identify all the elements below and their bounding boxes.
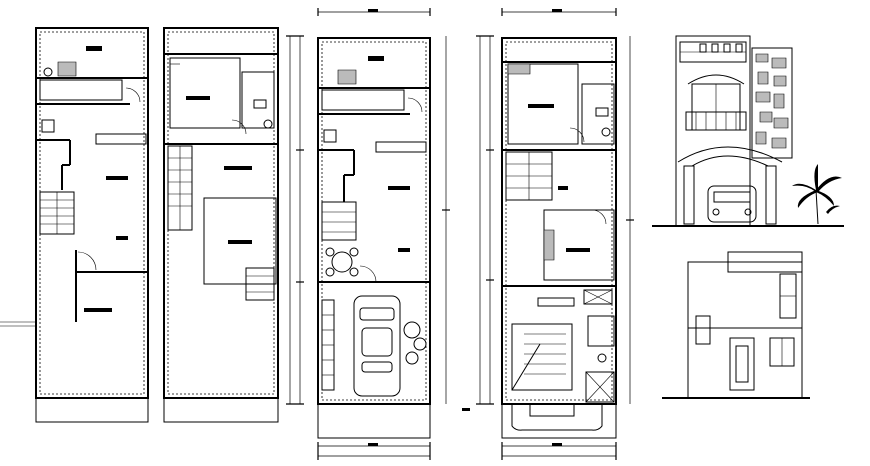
ground-floor-plan: [0, 28, 148, 422]
ground-floor-furnished-plan: [286, 8, 470, 460]
rear-elevation: [662, 252, 810, 398]
upper-floor-plan: [164, 28, 278, 422]
upper-floor-furnished-plan: [476, 8, 634, 460]
front-elevation: [652, 36, 844, 226]
